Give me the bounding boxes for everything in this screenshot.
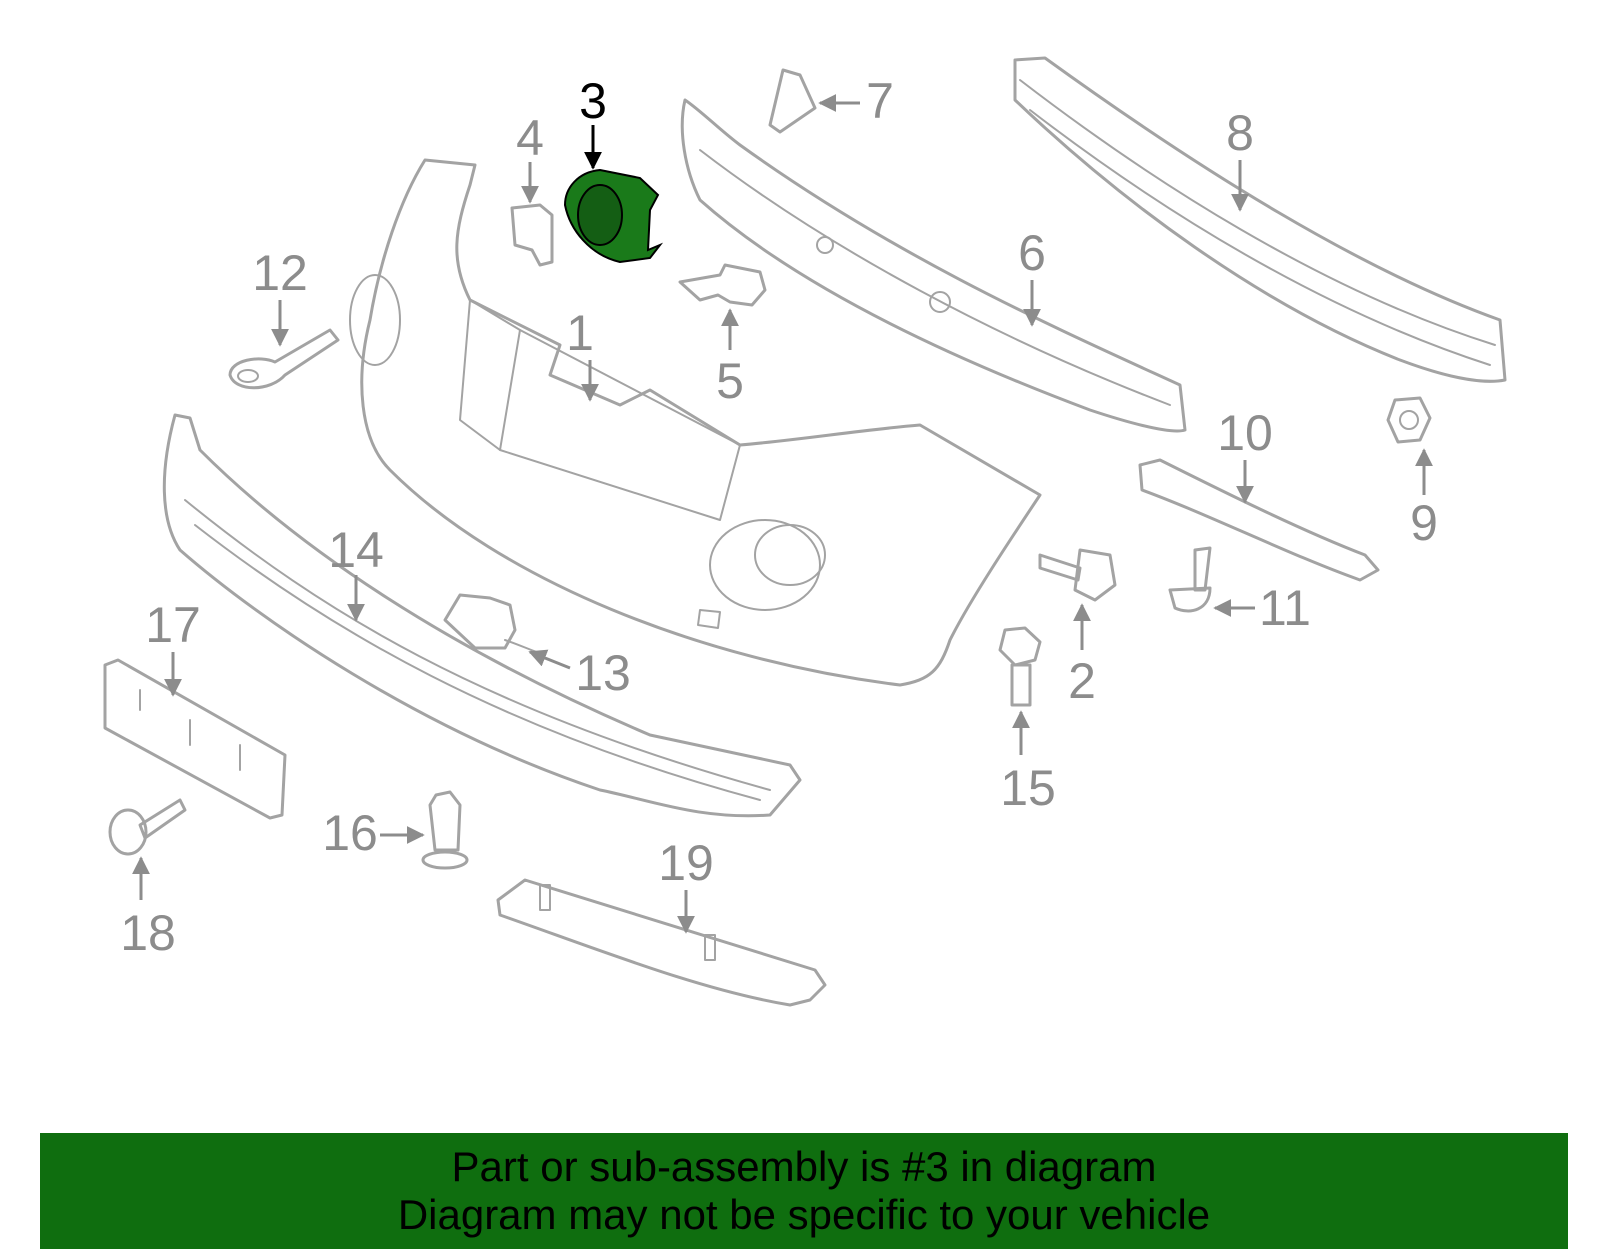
callout-9: 9 <box>1410 495 1438 551</box>
callout-13: 13 <box>575 645 631 701</box>
part-6-absorber[interactable] <box>680 98 1187 433</box>
callout-10: 10 <box>1217 405 1273 461</box>
part-3-sensor-bezel[interactable] <box>563 168 664 264</box>
part-4-bracket[interactable] <box>510 203 554 267</box>
part-9-nut[interactable] <box>1386 396 1432 444</box>
part-10-side-bracket[interactable] <box>1138 458 1380 582</box>
callout-18: 18 <box>120 905 176 961</box>
callout-19: 19 <box>658 835 714 891</box>
part-15-bolt[interactable] <box>998 626 1042 707</box>
callout-1: 1 <box>566 305 594 361</box>
callout-5: 5 <box>716 353 744 409</box>
banner-line-1: Part or sub-assembly is #3 in diagram <box>451 1143 1157 1190</box>
callout-6: 6 <box>1018 225 1046 281</box>
part-16-push-clip[interactable] <box>421 790 469 870</box>
callout-11: 11 <box>1259 580 1311 636</box>
banner-line-2: Diagram may not be specific to your vehi… <box>397 1191 1211 1238</box>
callout-12: 12 <box>252 245 308 301</box>
part-1-bumper-cover[interactable] <box>349 158 1042 687</box>
callouts: 1 2 3 4 5 6 7 8 9 10 11 12 13 14 15 16 1 <box>120 73 1438 961</box>
part-11-screw[interactable] <box>1168 546 1212 613</box>
callout-14: 14 <box>328 522 384 578</box>
part-7-cap[interactable] <box>768 68 817 134</box>
part-5-clip[interactable] <box>678 263 767 307</box>
info-banner: Part or sub-assembly is #3 in diagram Di… <box>40 1133 1568 1249</box>
callout-16: 16 <box>322 805 378 861</box>
part-8-reinforcement[interactable] <box>1013 56 1507 383</box>
part-19-lower-guard[interactable] <box>496 878 827 1007</box>
part-18-screw[interactable] <box>108 798 187 856</box>
callout-4: 4 <box>516 110 544 166</box>
callout-3: 3 <box>579 73 607 129</box>
callout-8: 8 <box>1226 105 1254 161</box>
part-17-license-bracket[interactable] <box>103 658 287 820</box>
callout-15: 15 <box>1000 760 1056 816</box>
part-2-bolt[interactable] <box>1038 548 1117 602</box>
callout-2: 2 <box>1068 653 1096 709</box>
part-12-tow-hook[interactable] <box>228 328 340 390</box>
callout-17: 17 <box>145 597 201 653</box>
part-14-lower-bumper[interactable] <box>162 413 802 818</box>
callout-7: 7 <box>866 73 894 129</box>
part-13-fog-lamp-connector[interactable] <box>443 593 546 656</box>
